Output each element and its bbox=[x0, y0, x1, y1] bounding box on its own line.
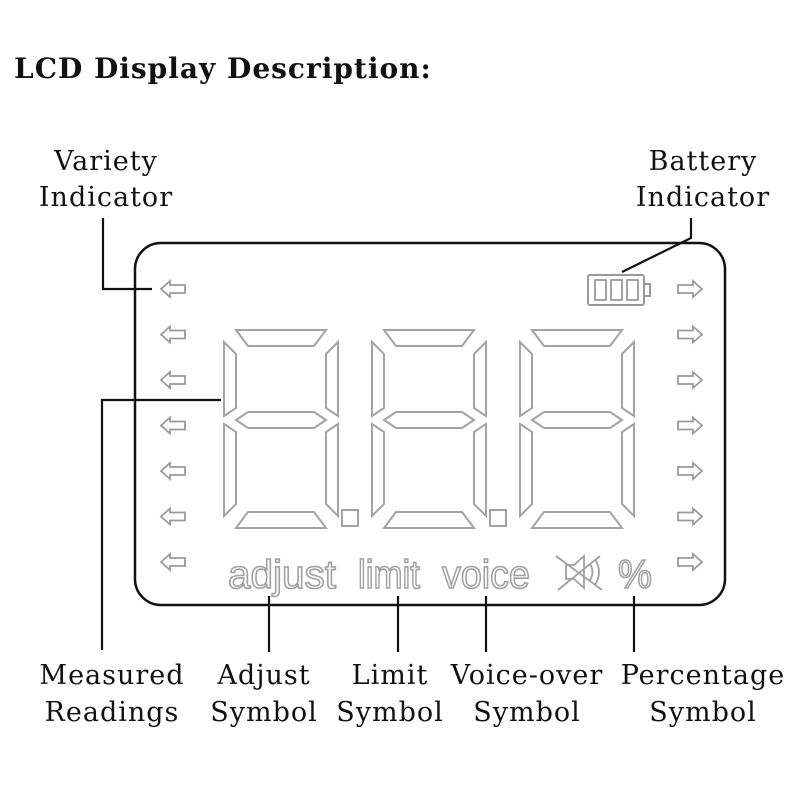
battery-leader bbox=[621, 218, 693, 273]
left-arrow-icon bbox=[159, 369, 186, 391]
right-arrow-icon bbox=[677, 551, 704, 573]
digit-3-segment-c bbox=[621, 422, 635, 519]
right-arrow-icon bbox=[677, 506, 704, 527]
digit-3-segment-b bbox=[621, 339, 635, 418]
measured-leader bbox=[100, 398, 221, 650]
voice-label-line1: Voice-over bbox=[450, 660, 604, 691]
adjust-symbol: adjust bbox=[228, 553, 336, 597]
limit-label-line2: Symbol bbox=[336, 697, 444, 728]
digit-2-segment-g bbox=[382, 411, 476, 429]
digit-2-segment-d bbox=[382, 511, 476, 529]
digit-2-segment-b bbox=[473, 339, 487, 418]
measured-readings-digits bbox=[223, 329, 635, 529]
adjust-label-line1: Adjust bbox=[216, 660, 310, 691]
variety-label-line2: Indicator bbox=[39, 182, 173, 213]
variety-leader bbox=[101, 218, 152, 291]
digit-1-segment-e bbox=[223, 422, 237, 519]
digit-1-segment-f bbox=[223, 339, 237, 418]
digit-3-segment-e bbox=[519, 422, 533, 519]
measured-label-line2: Readings bbox=[45, 697, 180, 728]
left-arrow-icon bbox=[159, 506, 186, 527]
left-arrow-icon bbox=[159, 278, 186, 300]
digit-3-segment-a bbox=[530, 329, 624, 347]
percent-label-line1: Percentage bbox=[621, 660, 786, 691]
right-arrow-icon bbox=[677, 460, 704, 482]
digit-2-segment-e bbox=[371, 422, 385, 519]
left-arrow-icon bbox=[159, 551, 186, 573]
battery-label-line1: Battery bbox=[649, 146, 758, 177]
variety-arrows-right bbox=[677, 278, 704, 573]
variety-arrows-left bbox=[159, 278, 186, 573]
decimal-point-2 bbox=[489, 509, 507, 527]
limit-label-line1: Limit bbox=[352, 660, 429, 691]
digit-3-segment-f bbox=[519, 339, 533, 418]
speaker-muted-icon bbox=[555, 553, 603, 591]
decimal-point-1 bbox=[341, 509, 359, 527]
left-arrow-icon bbox=[159, 415, 186, 436]
digit-3-segment-g bbox=[530, 411, 624, 429]
digit-1-segment-a bbox=[234, 329, 328, 347]
adjust-label-line2: Symbol bbox=[210, 697, 318, 728]
limit-symbol: limit bbox=[358, 553, 420, 597]
digit-2-segment-c bbox=[473, 422, 487, 519]
digit-1-segment-g bbox=[234, 411, 328, 429]
battery-icon bbox=[587, 274, 651, 306]
digit-2-segment-f bbox=[371, 339, 385, 418]
right-arrow-icon bbox=[677, 369, 704, 391]
left-arrow-icon bbox=[159, 460, 186, 482]
right-arrow-icon bbox=[677, 278, 704, 300]
left-arrow-icon bbox=[159, 324, 186, 345]
voice-label-line2: Symbol bbox=[473, 697, 581, 728]
digit-2-segment-a bbox=[382, 329, 476, 347]
digit-3-segment-d bbox=[530, 511, 624, 529]
lcd-frame bbox=[133, 241, 727, 607]
digit-1-segment-c bbox=[325, 422, 339, 519]
digit-1-segment-b bbox=[325, 339, 339, 418]
digit-1-segment-d bbox=[234, 511, 328, 529]
percent-label-line2: Symbol bbox=[649, 697, 757, 728]
voice-symbol: voice bbox=[442, 553, 530, 597]
right-arrow-icon bbox=[677, 415, 704, 436]
leader-lines bbox=[100, 218, 693, 652]
page-title: LCD Display Description: bbox=[14, 52, 432, 85]
right-arrow-icon bbox=[677, 324, 704, 345]
battery-label-line2: Indicator bbox=[636, 182, 770, 213]
variety-label-line1: Variety bbox=[53, 146, 158, 177]
percentage-symbol: % bbox=[618, 553, 652, 597]
measured-label-line1: Measured bbox=[39, 660, 184, 691]
